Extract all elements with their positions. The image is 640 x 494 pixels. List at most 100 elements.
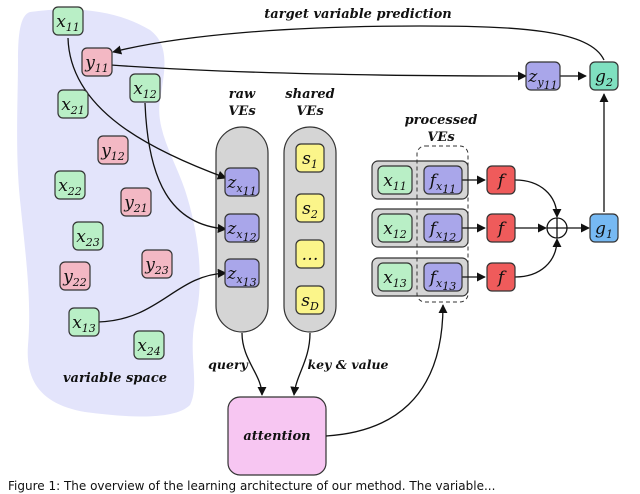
variable-node-x13: x13 <box>68 307 100 337</box>
shared-ve-node-1: s1 <box>295 143 325 173</box>
processed-ves-dashed-group <box>416 145 469 303</box>
processed-f-node-3-base: f <box>428 268 439 288</box>
zy11-node-base: z <box>527 67 538 87</box>
raw-ve-node-2-sub: x <box>236 228 243 241</box>
processed-f-node-2-label: fx12 <box>428 219 457 244</box>
shared-ve-node-4-box <box>295 285 325 315</box>
zy11-node-sub: y <box>536 76 544 89</box>
nodes-layer: x11y11x12x21y12x22y21x23y22y23x13x24zx11… <box>52 6 619 360</box>
variable-node-y21-label: y21 <box>123 193 148 215</box>
shared-ve-node-2-sub: 2 <box>310 208 318 221</box>
variable-node-x23-box <box>72 221 104 251</box>
edges <box>67 25 609 437</box>
variable-node-x12-sub: 12 <box>143 88 157 101</box>
processed-x-node-1-label: x11 <box>383 171 407 193</box>
variable-node-x11-box <box>52 6 84 36</box>
processed-x-node-2-base: x <box>383 219 393 239</box>
figure-caption: Figure 1: The overview of the learning a… <box>8 479 495 493</box>
g2-node: g2 <box>589 61 619 91</box>
zy11-node-subsub: 11 <box>544 79 558 92</box>
processed-ves-label-line1: processed <box>405 113 478 128</box>
variable-node-y23-box <box>141 249 173 279</box>
shared-ve-node-1-box <box>295 143 325 173</box>
function-f-node-2-base: f <box>496 219 507 239</box>
processed-f-node-3-sub: x <box>436 277 443 290</box>
raw-ves-label-line2: VEs <box>228 104 256 119</box>
processed-f-node-2-base: f <box>428 219 439 239</box>
variable-node-x22-sub: 22 <box>67 185 82 198</box>
processed-x-node-2-box <box>377 213 413 243</box>
edge-x11-to-zx11 <box>67 37 227 180</box>
shared-ve-node-3-box <box>295 239 325 269</box>
variable-node-x13-box <box>68 307 100 337</box>
processed-x-node-1-box <box>377 165 413 195</box>
shared-ve-node-2-box <box>295 193 325 223</box>
shared-ves-container <box>283 126 337 333</box>
g1-node-sub: 1 <box>606 228 613 241</box>
key-value-label: key & value <box>307 357 388 372</box>
shared-ve-node-4-sub: D <box>309 300 319 313</box>
query-label: query <box>208 357 248 372</box>
variable-node-y11-sub: 11 <box>95 62 109 75</box>
raw-ve-node-2: zx12 <box>224 213 260 244</box>
raw-ve-node-3-box <box>224 258 260 288</box>
variable-node-x24-sub: 24 <box>146 345 161 358</box>
processed-f-node-1-label: fx11 <box>428 171 457 196</box>
function-f-node-1: f <box>486 165 516 195</box>
variable-node-x24-label: x24 <box>137 336 161 358</box>
function-f-node-3-base: f <box>496 268 507 288</box>
edge-y11-to-zy11 <box>110 64 527 81</box>
shared-ve-node-1-sub: 1 <box>311 158 318 171</box>
processed-ves-label-line2: VEs <box>427 130 455 145</box>
variable-node-y12-base: y <box>100 141 111 161</box>
processed-x-node-3-box <box>377 262 413 292</box>
variable-node-y22: y22 <box>59 261 91 291</box>
processed-x-node-1: x11 <box>377 165 413 195</box>
variable-node-y12-box <box>97 135 129 165</box>
variable-space-label: variable space <box>63 371 167 386</box>
raw-ve-node-1-sub: x <box>236 182 243 195</box>
variable-node-x24-box <box>133 330 165 360</box>
variable-node-y22-base: y <box>62 267 73 287</box>
zy11-node-box <box>525 61 561 91</box>
variable-node-x12-label: x12 <box>133 79 157 101</box>
function-f-node-3-label: f <box>496 268 507 288</box>
processed-x-node-3: x13 <box>377 262 413 292</box>
variable-node-y21-sub: 21 <box>133 202 148 215</box>
variable-node-y12: y12 <box>97 135 129 165</box>
shared-ve-node-3-base: … <box>302 245 319 265</box>
variable-node-x13-sub: 13 <box>82 322 96 335</box>
processed-f-node-2-box <box>423 213 463 243</box>
variable-node-x21-sub: 21 <box>70 104 85 117</box>
variable-node-x13-base: x <box>72 313 82 333</box>
raw-ve-node-1-label: zx11 <box>226 173 256 198</box>
processed-x-node-3-label: x13 <box>383 268 407 290</box>
function-f-node-3-box <box>486 262 516 292</box>
variable-node-y23-base: y <box>144 255 155 275</box>
shared-ve-node-2-label: s2 <box>302 199 318 221</box>
edge-x12-to-zx12 <box>144 102 227 233</box>
edge-f1-to-sum <box>514 179 562 218</box>
edge-shared-to-attention <box>290 332 311 396</box>
variable-node-x21-label: x21 <box>61 95 85 117</box>
variable-node-y21-base: y <box>123 193 134 213</box>
raw-ve-node-2-subsub: 12 <box>243 231 257 244</box>
function-f-node-1-label: f <box>496 171 507 191</box>
variable-node-x11: x11 <box>52 6 84 36</box>
processed-x-node-3-base: x <box>383 268 393 288</box>
processed-f-node-1-base: f <box>428 171 439 191</box>
variable-node-x22-box <box>54 170 86 200</box>
raw-ve-node-2-base: z <box>226 219 237 239</box>
variable-node-x21: x21 <box>57 89 89 119</box>
raw-ve-node-1-subsub: 11 <box>243 185 257 198</box>
shared-ve-node-3: … <box>295 239 325 269</box>
raw-ve-node-3-base: z <box>226 264 237 284</box>
variable-node-x12-box <box>129 73 161 103</box>
variable-node-y21: y21 <box>120 187 152 217</box>
variable-node-x21-base: x <box>61 95 71 115</box>
shared-ve-node-2: s2 <box>295 193 325 223</box>
function-f-node-2-label: f <box>496 219 507 239</box>
edge-attention-to-processed <box>325 304 448 437</box>
processed-f-node-1-sub: x <box>436 180 443 193</box>
